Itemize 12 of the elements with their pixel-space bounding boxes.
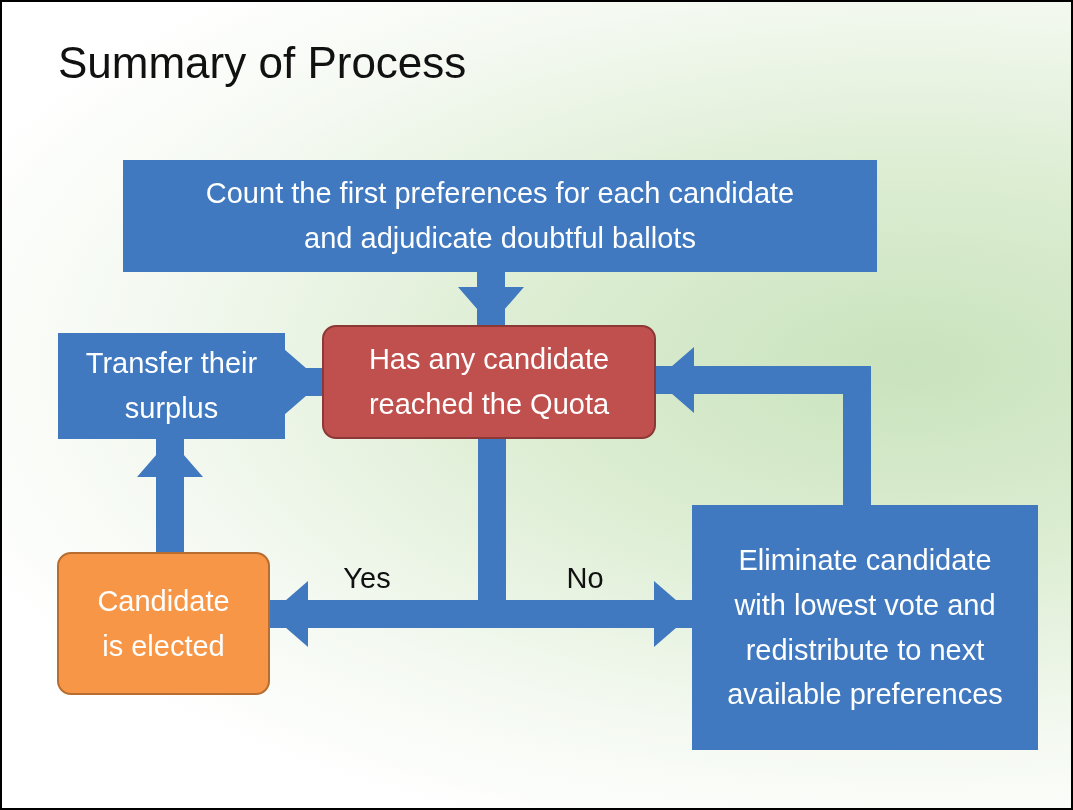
edge-label: No <box>566 562 604 595</box>
block-arrow <box>284 349 322 415</box>
result-box: Candidate is elected <box>57 552 270 695</box>
process-box: Count the first preferences for each candidate and adjudicate doubtful ballots <box>123 160 877 272</box>
block-arrow <box>458 272 524 325</box>
process-box: Eliminate candidate with lowest vote and redistribute to next available preferences <box>692 505 1038 750</box>
block-arrow <box>137 439 203 552</box>
edge-label: Yes <box>343 562 391 595</box>
slide-title: Summary of Process <box>58 38 467 88</box>
block-arrow <box>656 347 871 505</box>
process-box: Transfer their surplus <box>58 333 285 439</box>
decision-box: Has any candidate reached the Quota <box>322 325 656 439</box>
